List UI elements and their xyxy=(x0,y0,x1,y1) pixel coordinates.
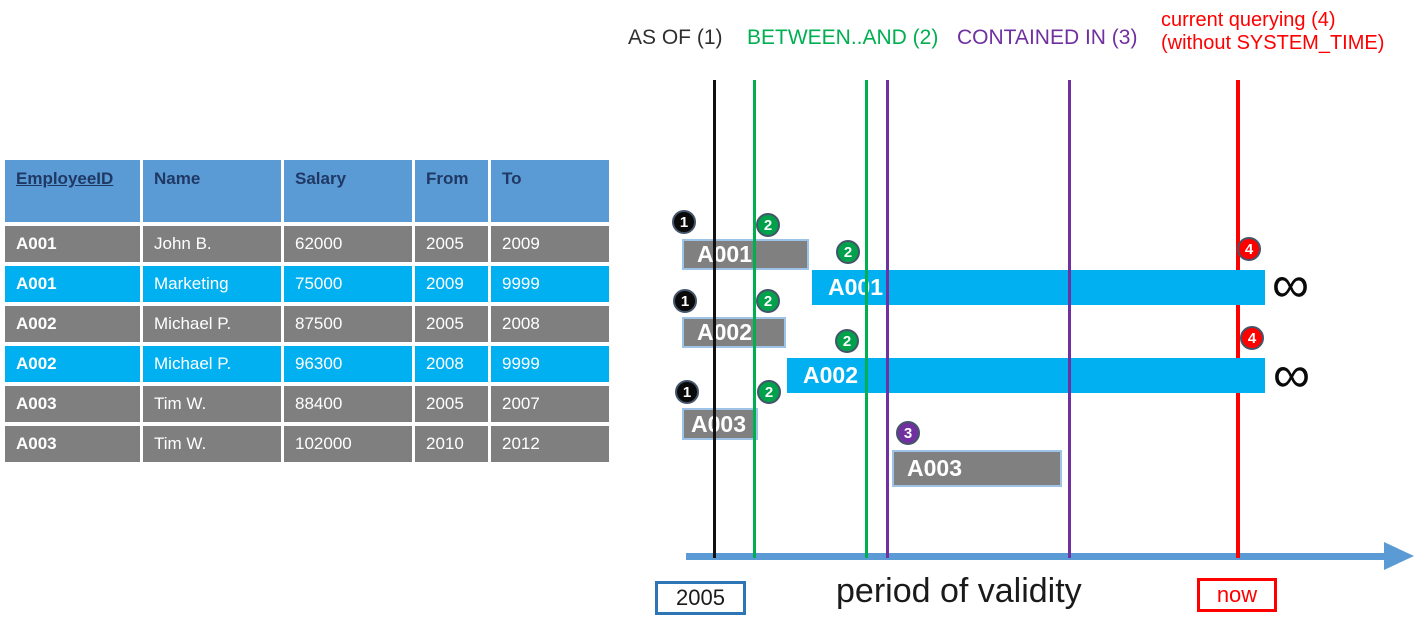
marker-2-icon: 2 xyxy=(757,380,781,404)
bar-label: A002 xyxy=(697,319,752,345)
bar-label: A003 xyxy=(907,455,962,481)
axis-now-label-box: now xyxy=(1197,578,1277,612)
table-header-row: EmployeeID Name Salary From To xyxy=(5,160,609,222)
table-cell: A002 xyxy=(5,346,140,382)
time-axis xyxy=(686,553,1388,560)
marker-2-icon: 2 xyxy=(836,240,860,264)
table-cell: John B. xyxy=(143,226,281,262)
bar-label: A003 xyxy=(691,410,746,437)
contained-end-line xyxy=(1068,80,1071,558)
marker-4-icon: 4 xyxy=(1240,326,1264,350)
table-cell: Tim W. xyxy=(143,426,281,462)
header-cell-to: To xyxy=(491,160,609,222)
table-row-current: A001 Marketing 75000 2009 9999 xyxy=(5,266,609,302)
table-cell: 2009 xyxy=(491,226,609,262)
table-cell: A001 xyxy=(5,226,140,262)
table-cell: 2009 xyxy=(415,266,488,302)
legend-current-line1: current querying (4) xyxy=(1161,9,1336,31)
legend-between-and: BETWEEN..AND (2) xyxy=(747,26,939,49)
validity-bar-a001-history: A001 xyxy=(682,239,809,270)
validity-bar-a002-current: A002 xyxy=(787,358,1265,393)
legend-current-querying: current querying (4) (without SYSTEM_TIM… xyxy=(1161,9,1384,55)
table-cell: 2005 xyxy=(415,306,488,342)
marker-2-icon: 2 xyxy=(756,213,780,237)
table-cell: 87500 xyxy=(284,306,412,342)
table-row: A003 Tim W. 88400 2005 2007 xyxy=(5,386,609,422)
table-cell: 2008 xyxy=(415,346,488,382)
table-row: A001 John B. 62000 2005 2009 xyxy=(5,226,609,262)
between-start-line xyxy=(753,80,756,558)
validity-bar-a001-current: A001 xyxy=(812,270,1265,305)
header-cell-employeeid: EmployeeID xyxy=(5,160,140,222)
infinity-icon: ∞ xyxy=(1273,346,1311,404)
axis-title: period of validity xyxy=(836,572,1082,610)
table-cell: 9999 xyxy=(491,266,609,302)
table-cell: 96300 xyxy=(284,346,412,382)
table-cell: 2005 xyxy=(415,226,488,262)
table-row: A002 Michael P. 87500 2005 2008 xyxy=(5,306,609,342)
table-cell: 2008 xyxy=(491,306,609,342)
bar-label: A002 xyxy=(803,362,858,388)
legend-as-of: AS OF (1) xyxy=(628,26,723,49)
table-cell: 2007 xyxy=(491,386,609,422)
infinity-icon: ∞ xyxy=(1272,256,1310,314)
header-cell-salary: Salary xyxy=(284,160,412,222)
legend-contained-in: CONTAINED IN (3) xyxy=(957,26,1138,49)
validity-bar-a003-history1: A003 xyxy=(682,408,758,440)
table-cell: 9999 xyxy=(491,346,609,382)
legend-current-line2: (without SYSTEM_TIME) xyxy=(1161,32,1385,54)
bar-label: A001 xyxy=(828,274,883,300)
table-cell: A003 xyxy=(5,386,140,422)
table-cell: Michael P. xyxy=(143,306,281,342)
table-cell: Tim W. xyxy=(143,386,281,422)
table-cell: 2012 xyxy=(491,426,609,462)
table-cell: 88400 xyxy=(284,386,412,422)
table-cell: 102000 xyxy=(284,426,412,462)
as-of-line xyxy=(713,80,716,558)
table-cell: 62000 xyxy=(284,226,412,262)
marker-1-icon: 1 xyxy=(675,380,699,404)
table-cell: Michael P. xyxy=(143,346,281,382)
between-end-line xyxy=(865,80,868,558)
table-cell: A002 xyxy=(5,306,140,342)
marker-1-icon: 1 xyxy=(673,289,697,313)
marker-1-icon: 1 xyxy=(672,210,696,234)
table-cell: 2005 xyxy=(415,386,488,422)
marker-2-icon: 2 xyxy=(756,289,780,313)
axis-start-label-box: 2005 xyxy=(655,581,746,615)
validity-bar-a002-history: A002 xyxy=(682,317,786,348)
marker-3-icon: 3 xyxy=(896,421,920,445)
marker-2-icon: 2 xyxy=(835,329,859,353)
table-cell: Marketing xyxy=(143,266,281,302)
employee-history-table: EmployeeID Name Salary From To A001 John… xyxy=(2,156,612,466)
table-row-current: A002 Michael P. 96300 2008 9999 xyxy=(5,346,609,382)
header-cell-name: Name xyxy=(143,160,281,222)
header-cell-from: From xyxy=(415,160,488,222)
marker-4-icon: 4 xyxy=(1237,237,1261,261)
time-axis-arrow-icon xyxy=(1384,542,1414,570)
bar-label: A001 xyxy=(697,241,752,267)
table-row: A003 Tim W. 102000 2010 2012 xyxy=(5,426,609,462)
table-cell: A001 xyxy=(5,266,140,302)
table-cell: 2010 xyxy=(415,426,488,462)
validity-bar-a003-history2: A003 xyxy=(892,450,1062,487)
table-cell: 75000 xyxy=(284,266,412,302)
current-now-line xyxy=(1236,80,1240,558)
table-cell: A003 xyxy=(5,426,140,462)
contained-start-line xyxy=(886,80,889,558)
